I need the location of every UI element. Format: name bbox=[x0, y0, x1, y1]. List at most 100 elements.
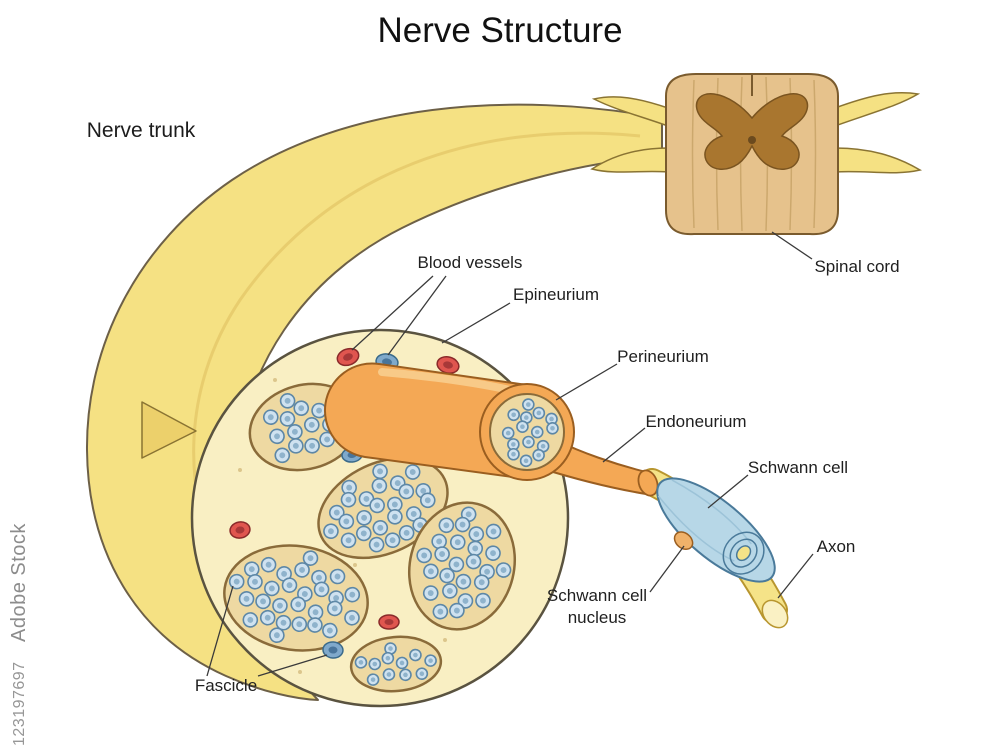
axon-core-dot bbox=[260, 598, 267, 605]
axon-core-dot bbox=[459, 521, 466, 528]
label-blood-vessels: Blood vessels bbox=[418, 253, 523, 272]
schwann-cell bbox=[656, 477, 776, 583]
axon-core-dot bbox=[524, 415, 529, 420]
nerve-root-right-lower bbox=[834, 147, 923, 174]
myelin-wrap-ring bbox=[729, 538, 758, 568]
axon-core-dot bbox=[247, 616, 254, 623]
axon-core-dot bbox=[453, 607, 460, 614]
axon-core-dot bbox=[326, 627, 333, 634]
axon-core-dot bbox=[361, 514, 368, 521]
axon-core-dot bbox=[334, 573, 341, 580]
axon-core-dot bbox=[520, 424, 525, 430]
axon-core-dot bbox=[307, 555, 314, 562]
axon-core-dot bbox=[470, 558, 477, 565]
axon-core-dot bbox=[443, 522, 450, 529]
blood-vessel-red bbox=[378, 614, 400, 630]
cylinder-face-axons bbox=[501, 398, 559, 468]
axon-core-dot bbox=[549, 416, 554, 422]
epineurium-fold-notch bbox=[141, 401, 197, 459]
fascicle-e bbox=[349, 635, 443, 693]
axon-core-dot bbox=[428, 658, 433, 663]
axon-core-dot bbox=[312, 609, 319, 616]
axon-core-dot bbox=[372, 661, 378, 667]
axon-core-dot bbox=[388, 646, 393, 651]
axon-core-dot bbox=[446, 587, 453, 594]
axon-core-dot bbox=[268, 585, 275, 592]
axon-core-dot bbox=[472, 545, 479, 552]
axon-core-dot bbox=[233, 578, 240, 585]
axon-core-dot bbox=[391, 501, 398, 508]
axon-core-dot bbox=[444, 572, 451, 579]
label-schwann-cell: Schwann cell bbox=[748, 458, 848, 477]
leader-axon bbox=[777, 553, 814, 599]
perineurium-cylinder bbox=[323, 362, 647, 495]
schwann-cell-line bbox=[671, 479, 752, 545]
axon-core-dot bbox=[309, 442, 316, 449]
axon-core-dot bbox=[420, 487, 427, 494]
axon-core-dot bbox=[333, 509, 340, 516]
axon-core-dot bbox=[349, 614, 355, 621]
axon-core-dot bbox=[376, 482, 383, 489]
fascicle-d-axons bbox=[416, 506, 512, 620]
label-schwann-nucleus-line1: Schwann cell bbox=[547, 586, 647, 605]
axon-core-dot bbox=[363, 495, 370, 502]
axon-core-dot bbox=[265, 561, 272, 568]
axon-core-dot bbox=[311, 622, 318, 628]
axon-core-dot bbox=[349, 591, 356, 598]
leader-fascicle-1 bbox=[206, 585, 234, 677]
axon-core-dot bbox=[280, 619, 287, 626]
spinal-cord bbox=[590, 73, 923, 236]
axon-core-dot bbox=[436, 538, 443, 545]
label-endoneurium: Endoneurium bbox=[645, 412, 746, 431]
axon-core-dot bbox=[437, 608, 444, 615]
leader-epineurium bbox=[441, 302, 511, 344]
axon-core-dot bbox=[281, 570, 288, 577]
blood-vessel-red bbox=[229, 521, 251, 539]
leader-endoneurium bbox=[602, 427, 646, 463]
nerve-root-left-lower bbox=[590, 147, 669, 173]
axon-core-dot bbox=[343, 518, 350, 525]
axon-core-dot bbox=[345, 496, 352, 503]
axon-core-dot bbox=[500, 567, 507, 573]
fascicle-c bbox=[223, 544, 369, 652]
leader-schwann-cell bbox=[707, 474, 749, 509]
page-title: Nerve Structure bbox=[377, 11, 622, 50]
axon-core-dot bbox=[316, 574, 322, 581]
myelin-core-axon bbox=[735, 545, 752, 562]
axon-core-dot bbox=[523, 458, 529, 464]
axon-core-dot bbox=[277, 602, 283, 609]
fascicle-d bbox=[407, 501, 517, 631]
axon-core-dot bbox=[301, 591, 308, 597]
myelin-wrap-ring bbox=[722, 531, 765, 575]
blood-vessel-red bbox=[336, 347, 360, 367]
axon-core-dot bbox=[462, 597, 469, 604]
axon-core-dot bbox=[377, 524, 384, 531]
axon-core-dot bbox=[386, 672, 392, 677]
endoneurium-cut-ring bbox=[637, 469, 659, 497]
axon-core-dot bbox=[505, 430, 511, 436]
axon-core-dot bbox=[439, 551, 446, 557]
label-schwann-nucleus-line2: nucleus bbox=[568, 608, 627, 627]
watermark-id: 123197697 bbox=[11, 661, 28, 746]
axon-core-dot bbox=[421, 552, 428, 559]
schwann-cell-nucleus bbox=[673, 531, 694, 551]
axon-core-dot bbox=[424, 497, 431, 504]
axon-core-dot bbox=[490, 550, 496, 557]
axon-core-dot bbox=[296, 621, 303, 628]
axon-core-dot bbox=[511, 412, 516, 418]
fascicle-c-axons bbox=[228, 550, 361, 644]
central-canal bbox=[748, 136, 756, 144]
axon-core-dot bbox=[403, 529, 410, 536]
axon-core-dot bbox=[511, 451, 516, 457]
axon-core-dot bbox=[324, 436, 331, 443]
axon-core-dot bbox=[274, 433, 280, 440]
axon-core-dot bbox=[389, 537, 396, 544]
label-spinal-cord: Spinal cord bbox=[814, 257, 899, 276]
axon-core-dot bbox=[295, 601, 302, 608]
cylinder-face-inner bbox=[489, 393, 565, 471]
axon-core-dot bbox=[399, 660, 405, 666]
axon-core-dot bbox=[292, 442, 299, 449]
axon-core-dot bbox=[248, 566, 255, 573]
axon-core-dot bbox=[267, 414, 274, 421]
